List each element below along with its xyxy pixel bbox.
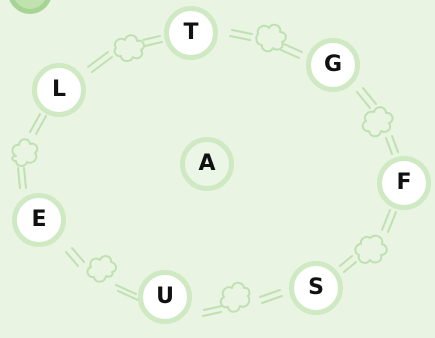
center-letter-label: A xyxy=(198,151,216,176)
letter-g-label: G xyxy=(323,52,343,77)
letter-tile-t[interactable]: T xyxy=(164,6,218,60)
connector-u-e-4 xyxy=(65,251,79,267)
center-letter-tile[interactable]: A xyxy=(180,137,234,191)
connector-t-g xyxy=(231,29,253,35)
puff-u-e xyxy=(86,255,117,283)
connector-s-u xyxy=(261,295,283,304)
connector-s-u-2 xyxy=(259,289,281,298)
connector-f-s-2 xyxy=(381,209,391,231)
connector-l-t-3 xyxy=(142,35,161,41)
puff-e-l xyxy=(11,138,39,167)
connector-g-f-3 xyxy=(391,135,399,153)
connector-t-g-2 xyxy=(229,35,251,41)
connector-e-l-3 xyxy=(29,113,41,133)
connector-u-e-2 xyxy=(115,284,137,295)
letter-f-label: F xyxy=(396,170,412,195)
letter-e-label: E xyxy=(31,207,47,232)
letter-tile-e[interactable]: E xyxy=(12,193,66,247)
connector-u-e-3 xyxy=(71,247,85,263)
letter-tile-f[interactable]: F xyxy=(377,156,431,210)
connector-u-e xyxy=(117,290,139,301)
connector-l-t-2 xyxy=(91,56,113,73)
puff-t-g xyxy=(255,23,287,53)
letter-tile-s[interactable]: S xyxy=(289,261,343,315)
connector-e-l-4 xyxy=(35,115,47,135)
letter-t-label: T xyxy=(183,20,199,45)
puff-s-u xyxy=(219,281,251,313)
letter-tile-l[interactable]: L xyxy=(32,63,86,117)
puff-l-t xyxy=(113,34,145,62)
connector-s-u-4 xyxy=(202,311,222,317)
connector-f-s xyxy=(387,211,397,233)
puff-g-f xyxy=(361,106,394,138)
letter-u-label: U xyxy=(156,284,174,309)
connector-f-s-3 xyxy=(343,261,357,273)
connector-t-g-3 xyxy=(283,43,303,53)
connector-t-g-4 xyxy=(280,49,300,59)
connector-g-f-4 xyxy=(385,137,393,155)
letter-tile-g[interactable]: G xyxy=(306,38,360,92)
connector-s-u-3 xyxy=(203,305,223,311)
letter-tile-u[interactable]: U xyxy=(138,270,192,324)
connector-e-l xyxy=(17,167,21,189)
puff-f-s xyxy=(354,234,388,264)
connector-g-f-2 xyxy=(356,91,371,109)
letter-l-label: L xyxy=(51,77,67,102)
connector-f-s-4 xyxy=(339,255,353,267)
connector-l-t-4 xyxy=(144,41,163,47)
connector-l-t xyxy=(87,51,109,68)
connector-e-l-2 xyxy=(23,167,27,189)
connector-g-f xyxy=(362,87,377,105)
letter-s-label: S xyxy=(308,275,324,300)
